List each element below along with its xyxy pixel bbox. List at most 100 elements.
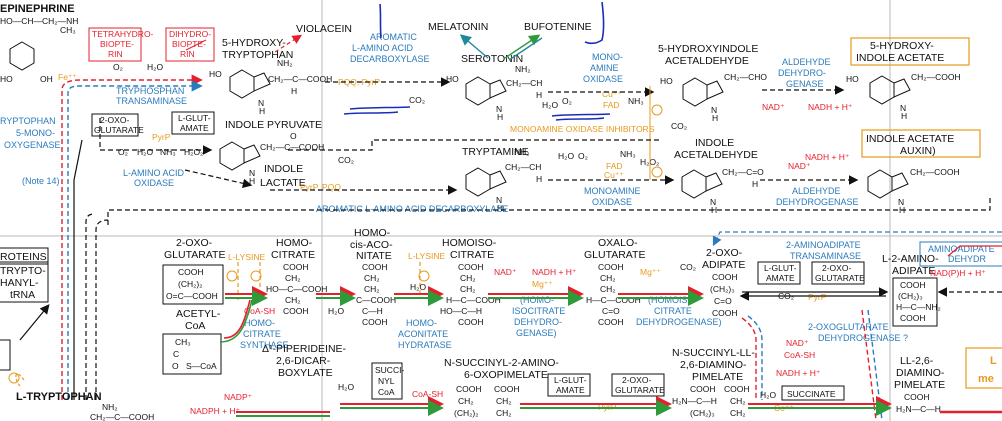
svg-text:H: H xyxy=(752,179,758,189)
svg-text:ROTEINS: ROTEINS xyxy=(0,251,47,263)
svg-text:5-MONO-: 5-MONO- xyxy=(16,128,55,138)
svg-text:COOH: COOH xyxy=(690,384,716,394)
svg-text:NADP⁺: NADP⁺ xyxy=(224,392,253,402)
svg-text:AMATE: AMATE xyxy=(556,385,585,395)
svg-text:O: O xyxy=(290,131,297,141)
svg-text:2-AMINOADIPATE: 2-AMINOADIPATE xyxy=(786,240,861,250)
homocis-aconitate-compound: HOMO- cis-ACO- NITATE COOH CH₂ CH₂ C—COO… xyxy=(350,227,396,327)
violacein-compound: VIOLACEIN xyxy=(296,23,352,35)
proteins-box: ROTEINS xyxy=(0,247,49,265)
svg-text:OXALO-: OXALO- xyxy=(598,237,638,249)
svg-text:PyrP: PyrP xyxy=(808,292,827,302)
svg-text:GLUTARATE: GLUTARATE xyxy=(815,273,865,283)
svg-text:OXIDASE: OXIDASE xyxy=(583,74,623,84)
monoamine-oxidase-label: MONO- AMINE OXIDASE xyxy=(583,52,623,84)
svg-text:N: N xyxy=(900,103,906,113)
serotonin-compound: SEROTONIN HO N H NH₂ CH₂—CH H xyxy=(446,53,542,122)
l-lysine-label: L-LYSINE xyxy=(228,252,265,262)
svg-text:GLUTARATE: GLUTARATE xyxy=(584,249,645,261)
pyrp-pqq-label: PyrP, PQQ xyxy=(300,182,341,192)
pyrp-label: PyrP xyxy=(152,132,171,142)
svg-text:CoA-SH: CoA-SH xyxy=(412,389,443,399)
svg-text:CoA-SH: CoA-SH xyxy=(784,350,815,360)
svg-text:SEROTONIN: SEROTONIN xyxy=(461,53,523,65)
svg-text:CH₂: CH₂ xyxy=(730,408,746,418)
svg-text:L-GLUT-: L-GLUT- xyxy=(554,375,587,385)
svg-text:CITRATE: CITRATE xyxy=(271,249,315,261)
hydroxytryptophan-compound: 5-HYDROXY- TRYPTOPHAN HO N H NH₂ CH₂—C—C… xyxy=(209,37,332,116)
svg-text:DIHYDRO-: DIHYDRO- xyxy=(169,29,211,39)
lglutamate-box-3: L-GLUT- AMATE xyxy=(547,373,591,397)
svg-text:LACTATE: LACTATE xyxy=(260,177,306,189)
svg-text:N-SUCCINYL-LL-: N-SUCCINYL-LL- xyxy=(672,347,755,359)
svg-text:CH₂: CH₂ xyxy=(730,396,746,406)
svg-text:TETRAHYDRO-: TETRAHYDRO- xyxy=(92,29,154,39)
violacein-arrow xyxy=(274,34,303,53)
svg-text:CH₂—COOH: CH₂—COOH xyxy=(911,72,961,82)
svg-text:CH₂—COOH: CH₂—COOH xyxy=(910,167,960,177)
annotation-mark xyxy=(343,111,399,115)
svg-text:NADH + H⁺: NADH + H⁺ xyxy=(805,152,850,162)
svg-text:NAD⁺: NAD⁺ xyxy=(786,338,809,348)
svg-text:CO₂: CO₂ xyxy=(680,262,696,272)
svg-text:L-GLUT-: L-GLUT- xyxy=(764,263,797,273)
svg-text:5-HYDROXYINDOLE: 5-HYDROXYINDOLE xyxy=(658,43,758,55)
svg-text:(CH₂)₂: (CH₂)₂ xyxy=(178,279,203,289)
svg-text:NH₂: NH₂ xyxy=(515,64,531,74)
svg-text:DECARBOXYLASE: DECARBOXYLASE xyxy=(350,54,430,64)
indole-lactate-compound: INDOLE LACTATE xyxy=(260,163,306,189)
svg-text:HOMO-: HOMO- xyxy=(406,318,437,328)
svg-text:INDOLE: INDOLE xyxy=(695,137,734,149)
svg-text:GLUTARATE: GLUTARATE xyxy=(164,249,225,261)
svg-text:(CH₂)₂: (CH₂)₂ xyxy=(454,408,479,418)
svg-text:N: N xyxy=(258,98,264,108)
svg-text:COOH: COOH xyxy=(458,317,484,327)
svg-text:CH₂—C—COOH: CH₂—C—COOH xyxy=(260,142,324,152)
svg-text:CITRATE: CITRATE xyxy=(450,249,494,261)
svg-text:NADPH + H⁺: NADPH + H⁺ xyxy=(190,406,241,416)
svg-text:C=O: C=O xyxy=(602,306,620,316)
n-succinyl-amino-oxopimelate-compound: N-SUCCINYL-2-AMINO- 6-OXOPIMELATE COOH C… xyxy=(444,357,559,418)
homoaconitate-hydratase-label: HOMO- ACONITATE HYDRATASE xyxy=(398,318,452,350)
svg-text:ADIPATE: ADIPATE xyxy=(892,265,935,277)
svg-text:GENASE: GENASE xyxy=(786,79,824,89)
svg-text:NAD(P)H + H⁺: NAD(P)H + H⁺ xyxy=(930,268,986,278)
svg-text:CITRATE: CITRATE xyxy=(243,329,281,339)
svg-text:L-2-AMINO-: L-2-AMINO- xyxy=(882,253,939,265)
oxoglutarate-box-2: 2-OXO- GLUTARATE xyxy=(811,261,865,285)
svg-text:C—COOH: C—COOH xyxy=(356,295,396,305)
aromatic-decarboxylase-label: AROMATIC L-AMINO ACID DECARBOXYLASE xyxy=(350,32,430,64)
svg-text:HO: HO xyxy=(846,74,859,84)
tryptophanyl-trna-box: TRYPTO- HANYL- tRNA xyxy=(0,261,49,303)
svg-text:INDOLE ACETATE: INDOLE ACETATE xyxy=(856,52,944,64)
svg-text:ACETYL-: ACETYL- xyxy=(176,308,221,320)
dihydrobiopterin-box: DIHYDRO- BIOPTE- RIN xyxy=(165,27,215,62)
epinephrine-compound: EPINEPHRINE HO—CH—CH₂—NH CH₃ HO OH xyxy=(0,3,78,84)
tryptamine-compound: TRYPTAMINE N H NH₂ CH₂—CH H xyxy=(462,146,542,213)
svg-text:CoA-SH: CoA-SH xyxy=(244,306,275,316)
svg-text:LL-2,6-: LL-2,6- xyxy=(900,355,934,367)
svg-text:C—H: C—H xyxy=(362,306,383,316)
svg-text:O₂: O₂ xyxy=(578,151,588,161)
annotation-mark xyxy=(349,106,411,110)
svg-text:COOH: COOH xyxy=(598,317,624,327)
svg-text:(CH₂)₃: (CH₂)₃ xyxy=(898,291,923,301)
monoamine-oxidase-inhibitors-label: MONOAMINE OXIDASE INHIBITORS xyxy=(510,124,655,134)
lglutamate-box: L-GLUT- AMATE xyxy=(171,111,215,135)
svg-text:HO: HO xyxy=(446,74,459,84)
svg-text:H—C—COOH: H—C—COOH xyxy=(446,295,501,305)
oxaloglutarate-compound: OXALO- GLUTARATE COOH CH₂ CH₂ H—C—COOH C… xyxy=(584,237,645,327)
bufotenine-compound: BUFOTENINE xyxy=(524,21,592,33)
svg-text:EPINEPHRINE: EPINEPHRINE xyxy=(0,3,75,15)
aminoadipate-dehydro-label: AMINOADIPATE DEHYDR xyxy=(919,241,1002,267)
svg-text:PIMELATE: PIMELATE xyxy=(692,371,743,383)
svg-text:ACETALDEHYDE: ACETALDEHYDE xyxy=(665,55,749,67)
svg-text:CH₂: CH₂ xyxy=(458,396,474,406)
tetrahydrobiopterin-box: TETRAHYDRO- BIOPTE- RIN xyxy=(88,27,154,62)
svg-text:H: H xyxy=(497,112,503,122)
svg-text:NH₂: NH₂ xyxy=(277,58,293,68)
svg-text:INDOLE PYRUVATE: INDOLE PYRUVATE xyxy=(225,119,322,131)
svg-text:ACONITATE: ACONITATE xyxy=(398,329,448,339)
aromatic-decarboxylase-label-2: AROMATIC L-AMINO ACID DECARBOXYLASE xyxy=(316,204,508,214)
